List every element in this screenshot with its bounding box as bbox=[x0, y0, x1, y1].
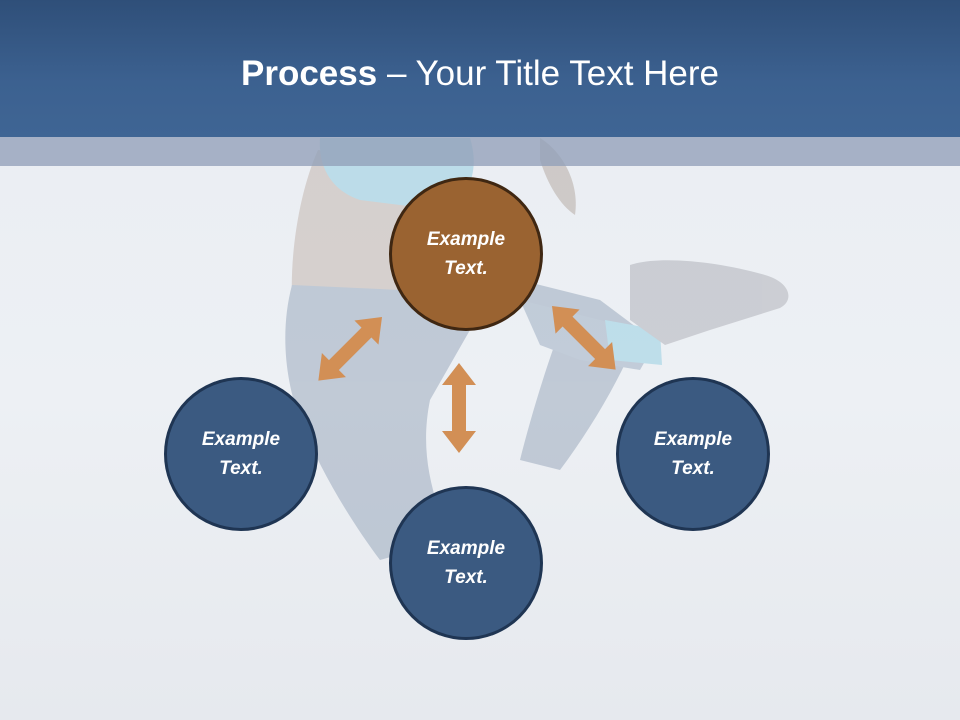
slide-title: Process – Your Title Text Here bbox=[0, 52, 960, 96]
title-underline-strip bbox=[0, 137, 960, 166]
arrow-top-right-double-arrow-icon bbox=[539, 293, 628, 382]
arrow-vertical-double-arrow-icon bbox=[442, 363, 476, 453]
node-bottom-line1: Example bbox=[426, 538, 506, 559]
node-top-line1: Example bbox=[426, 229, 506, 250]
title-rest: – Your Title Text Here bbox=[377, 54, 719, 93]
arrow-top-left-double-arrow-icon bbox=[306, 304, 395, 393]
node-left-line2: Text. bbox=[219, 458, 263, 479]
node-top-line2: Text. bbox=[444, 258, 488, 279]
title-bar: Process – Your Title Text Here bbox=[0, 0, 960, 137]
title-bold: Process bbox=[241, 54, 378, 93]
node-bottom-line2: Text. bbox=[444, 567, 488, 588]
node-left-line1: Example bbox=[201, 429, 281, 450]
node-right-line1: Example bbox=[653, 429, 733, 450]
node-right-line2: Text. bbox=[671, 458, 715, 479]
